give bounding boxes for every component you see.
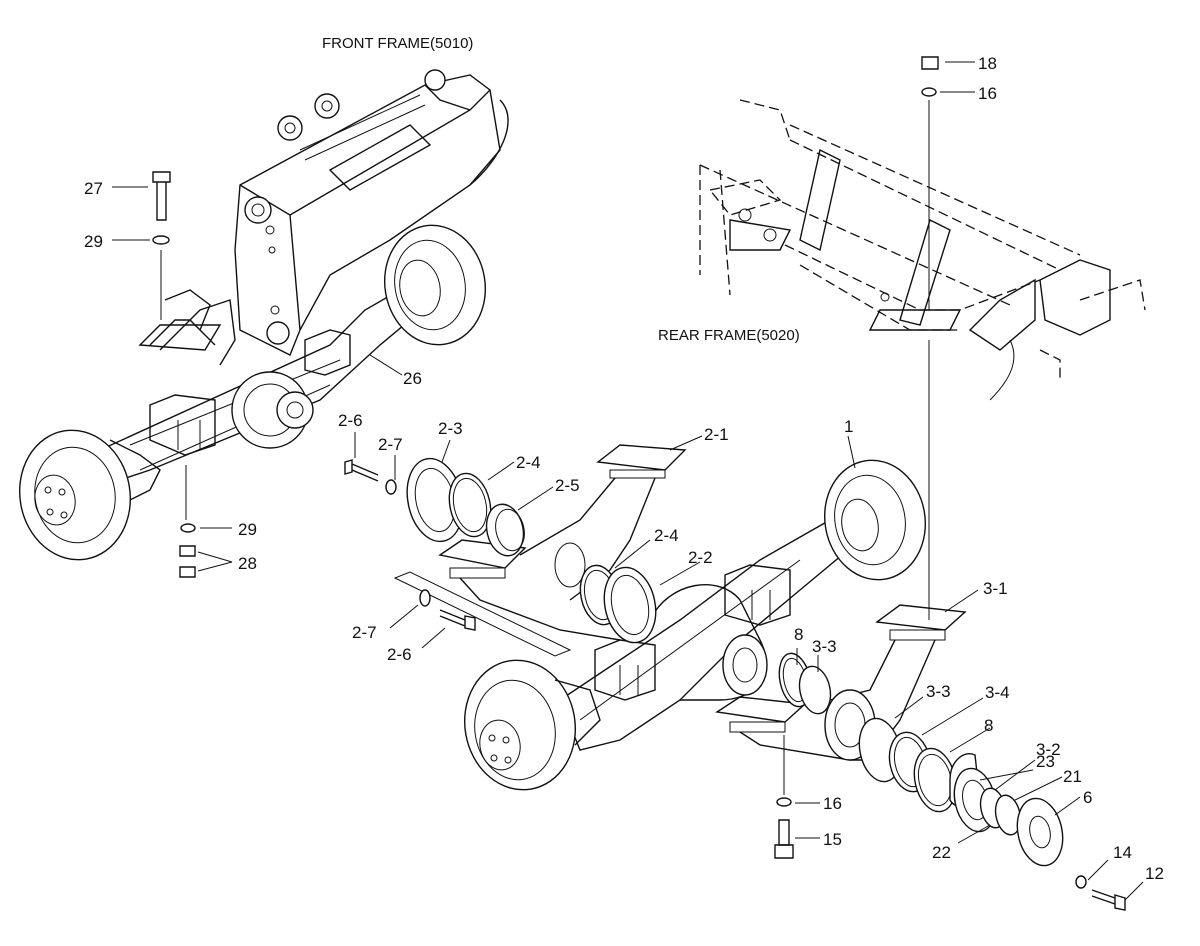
rear-axle-drawing [463,459,927,791]
front-frame-drawing [159,69,509,366]
part-label-2-6-upper: 2-6 [338,411,363,430]
part-label-26: 26 [403,369,422,388]
front-rings-drawing [344,457,657,644]
part-label-1: 1 [844,417,853,436]
leader-lines [112,61,1144,901]
frame-labels: FRONT FRAME(5010) REAR FRAME(5020) [322,35,800,344]
part-label-6: 6 [1083,788,1092,807]
part-label-21: 21 [1063,767,1082,786]
front-frame-label: FRONT FRAME(5010) [322,35,473,52]
part-label-3-3-lower: 3-3 [926,682,951,701]
part-label-14: 14 [1113,843,1132,862]
part-label-27: 27 [84,179,103,198]
rear-frame-label: REAR FRAME(5020) [658,327,800,344]
part-label-2-7-upper: 2-7 [378,435,403,454]
center-lines [160,100,930,795]
part-label-29-lower: 29 [238,520,257,539]
part-label-22: 22 [932,843,951,862]
rear-rings-drawing [778,652,1126,911]
rear-mount-hardware [774,56,939,859]
part-number-labels: 27 29 29 28 26 18 16 2-6 2-7 2-3 2-4 2-5… [84,54,1164,883]
front-axle-drawing [18,224,487,561]
part-label-15: 15 [823,830,842,849]
part-label-3-1: 3-1 [983,579,1008,598]
part-label-2-3: 2-3 [438,419,463,438]
rear-frame-drawing [699,99,1146,401]
part-label-2-7-lower: 2-7 [352,623,377,642]
part-label-18: 18 [978,54,997,73]
part-label-3-3-upper: 3-3 [812,637,837,656]
part-label-29-upper: 29 [84,232,103,251]
part-label-23: 23 [1036,752,1055,771]
part-label-3-2: 3-2 [1036,740,1061,759]
part-label-8-lower: 8 [984,716,993,735]
part-label-2-2: 2-2 [688,548,713,567]
part-label-2-4-upper: 2-4 [516,453,541,472]
part-label-2-4-lower: 2-4 [654,526,679,545]
part-label-16-upper: 16 [978,84,997,103]
part-label-3-4: 3-4 [985,683,1010,702]
part-label-28: 28 [238,554,257,573]
part-label-16-lower: 16 [823,794,842,813]
part-label-8-upper: 8 [794,625,803,644]
part-label-2-5: 2-5 [555,476,580,495]
part-label-12: 12 [1145,864,1164,883]
front-mount-hardware [152,171,196,578]
part-label-2-6-lower: 2-6 [387,645,412,664]
part-label-2-1: 2-1 [704,425,729,444]
